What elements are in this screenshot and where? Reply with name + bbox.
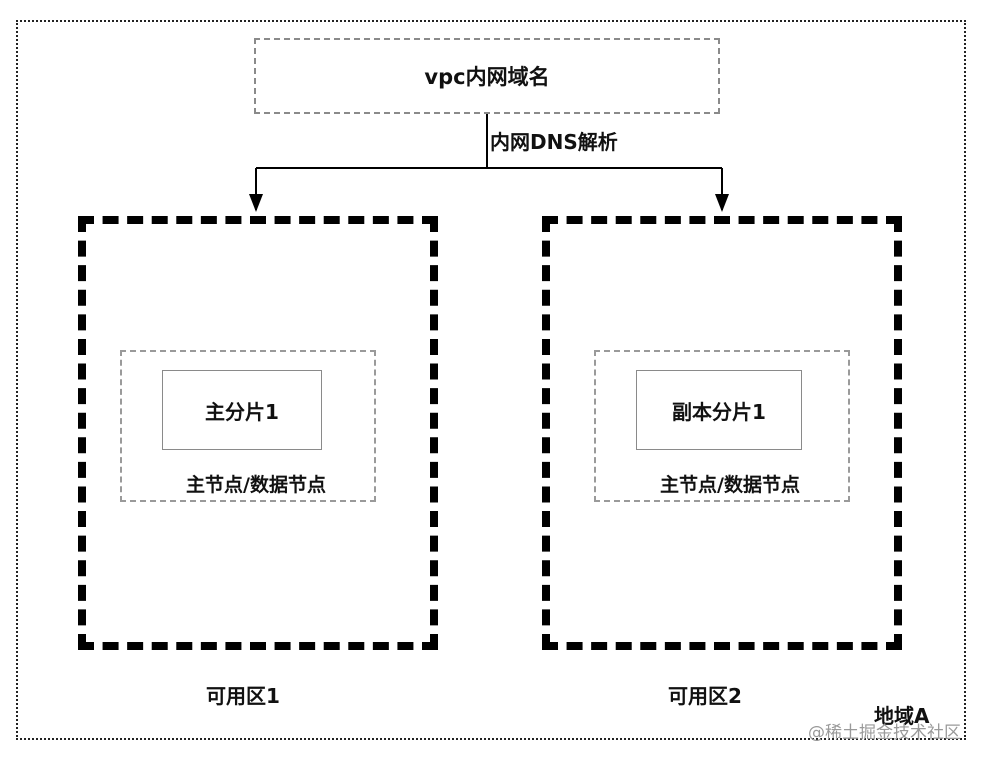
replica-shard-box: 副本分片1 [636,370,802,450]
zone1-label: 可用区1 [206,684,280,708]
primary-shard-box: 主分片1 [162,370,322,450]
region-label: 地域A [874,704,930,728]
region-boundary [16,20,966,740]
primary-shard-label: 主分片1 [205,399,279,424]
node-box-zone1 [120,350,376,502]
vpc-domain-box: vpc内网域名 [254,38,720,114]
replica-shard-label: 副本分片1 [672,399,766,424]
node-label-zone2: 主节点/数据节点 [660,474,800,496]
availability-zone-1 [78,216,438,650]
availability-zone-2 [542,216,902,650]
arrow-head-zone1 [249,194,263,212]
dns-resolution-label: 内网DNS解析 [490,130,618,154]
watermark-text: @稀土掘金技术社区 [808,723,961,743]
node-label-zone1: 主节点/数据节点 [186,474,326,496]
zone2-label: 可用区2 [668,684,742,708]
vpc-domain-label: vpc内网域名 [424,65,550,89]
arrow-head-zone2 [715,194,729,212]
node-box-zone2 [594,350,850,502]
